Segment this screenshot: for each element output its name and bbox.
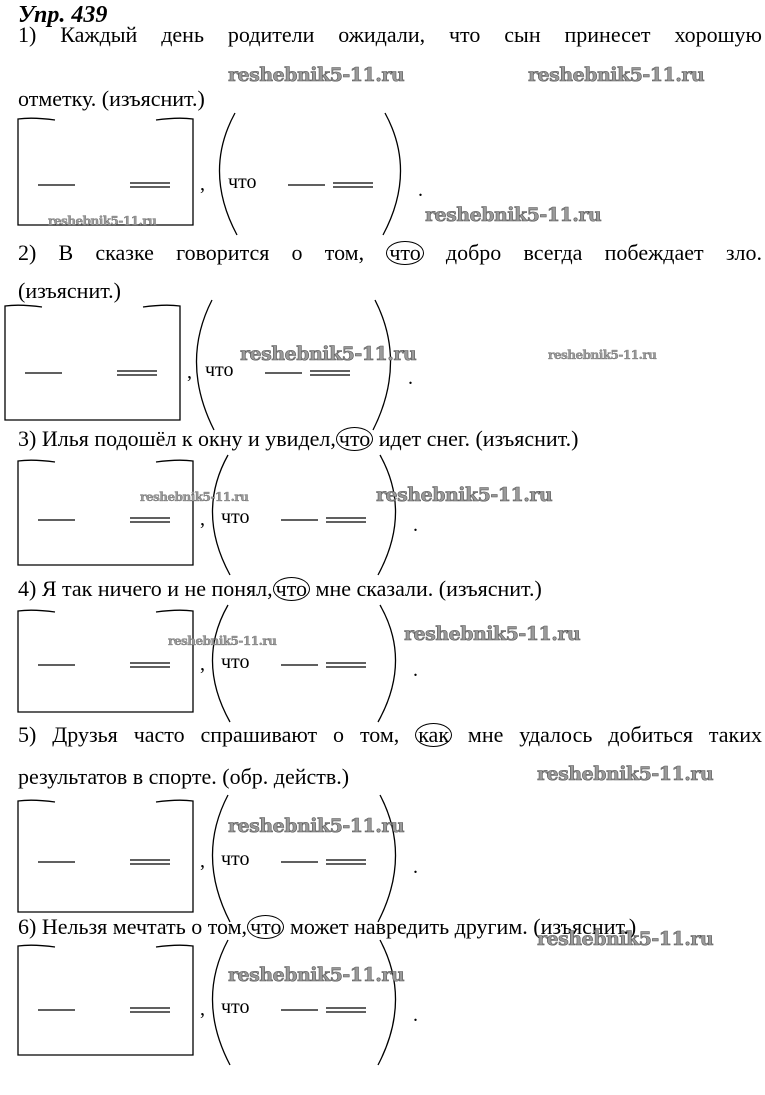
sentence-2-line-1: 2) В сказке говорится о том, что добро в… <box>18 240 762 266</box>
period: . <box>413 659 418 681</box>
conjunction-label: что <box>228 171 257 193</box>
sentence-2-line-2: (изъяснит.) <box>18 278 121 304</box>
conjunction-label: что <box>221 506 250 528</box>
main-clause-bracket <box>4 304 181 421</box>
sentence-text: 4) Я так ничего и не понял, <box>18 576 273 601</box>
watermark: reshebnik5-11.ru <box>528 64 705 87</box>
watermark: reshebnik5-11.ru <box>140 490 249 504</box>
sentence-5-line-1: 5) Друзья часто спрашивают о том, как мн… <box>18 722 762 748</box>
sentence-text: 1) Каждый день родители ожидали, что сын… <box>18 22 762 47</box>
subordinate-paren-right <box>377 454 397 576</box>
subordinate-paren-right <box>377 794 397 923</box>
period: . <box>408 367 413 389</box>
watermark: reshebnik5-11.ru <box>537 928 714 951</box>
sentence-text: результатов в спорте. (обр. действ.) <box>18 764 350 789</box>
main-clause-bracket <box>17 459 194 566</box>
subordinate-paren-right <box>377 939 397 1066</box>
subordinate-paren-left <box>211 604 231 723</box>
circled-conjunction: что <box>335 427 374 451</box>
sentence-1-line-2: отметку. (изъяснит.) <box>18 86 205 112</box>
conjunction-label: что <box>205 359 234 381</box>
comma: , <box>200 998 205 1020</box>
subordinate-paren-left <box>211 794 231 923</box>
comma: , <box>200 653 205 675</box>
conjunction-label: что <box>221 848 250 870</box>
exercise-title: Упр. 439 <box>18 2 108 28</box>
period: . <box>413 514 418 536</box>
subordinate-paren-left <box>195 299 215 431</box>
main-clause-bracket <box>17 609 194 713</box>
sentence-text: (изъяснит.) <box>18 278 122 303</box>
comma: , <box>200 508 205 530</box>
watermark: reshebnik5-11.ru <box>548 348 657 362</box>
sentence-text: может навредить другим. (изъяснит.) <box>284 914 637 939</box>
main-clause-bracket <box>17 117 194 226</box>
sentence-text: 3) Илья подошёл к окну и увидел, <box>18 426 336 451</box>
period: . <box>418 179 423 201</box>
watermark: reshebnik5-11.ru <box>228 964 405 987</box>
period: . <box>413 856 418 878</box>
comma: , <box>200 850 205 872</box>
sentence-text: отметку. (изъяснит.) <box>18 86 205 111</box>
sentence-4-line-1: 4) Я так ничего и не понял,что мне сказа… <box>18 576 542 602</box>
subordinate-paren-left <box>211 939 231 1066</box>
watermark: reshebnik5-11.ru <box>240 343 417 366</box>
period: . <box>413 1004 418 1026</box>
conjunction-label: что <box>221 651 250 673</box>
comma: , <box>187 361 192 383</box>
main-clause-bracket <box>17 944 194 1056</box>
sentence-text: 2) В сказке говорится о том, <box>18 240 387 265</box>
watermark: reshebnik5-11.ru <box>425 204 602 227</box>
subordinate-paren-right <box>372 299 392 431</box>
circled-conjunction: что <box>386 241 424 265</box>
watermark: reshebnik5-11.ru <box>376 484 553 507</box>
sentence-text: 5) Друзья часто спрашивают о том, <box>18 722 416 747</box>
comma: , <box>200 173 205 195</box>
subordinate-paren-left <box>211 454 231 576</box>
sentence-5-line-2: результатов в спорте. (обр. действ.) <box>18 764 349 790</box>
watermark: reshebnik5-11.ru <box>537 763 714 786</box>
circled-conjunction: что <box>272 577 311 601</box>
watermark: reshebnik5-11.ru <box>228 815 405 838</box>
sentence-text: мне сказали. (изъяснит.) <box>310 576 542 601</box>
watermark: reshebnik5-11.ru <box>168 634 277 648</box>
circled-conjunction: что <box>247 915 285 939</box>
subordinate-paren-right <box>382 112 402 236</box>
main-clause-bracket <box>17 799 194 913</box>
sentence-3-line-1: 3) Илья подошёл к окну и увидел,что идет… <box>18 426 578 452</box>
subordinate-paren-right <box>377 604 397 723</box>
sentence-text: добро всегда побеждает зло. <box>423 240 763 265</box>
subordinate-paren-left <box>218 112 238 236</box>
sentence-6-line-1: 6) Нельзя мечтать о том,что может навред… <box>18 914 636 940</box>
sentence-1-line-1: 1) Каждый день родители ожидали, что сын… <box>18 22 762 48</box>
sentence-text: мне удалось добиться таких <box>452 722 762 747</box>
watermark: reshebnik5-11.ru <box>48 214 157 228</box>
sentence-text: 6) Нельзя мечтать о том, <box>18 914 248 939</box>
watermark: reshebnik5-11.ru <box>228 64 405 87</box>
watermark: reshebnik5-11.ru <box>404 623 581 646</box>
sentence-text: идет снег. (изъяснит.) <box>373 426 579 451</box>
circled-conjunction: как <box>415 723 453 747</box>
conjunction-label: что <box>221 996 250 1018</box>
